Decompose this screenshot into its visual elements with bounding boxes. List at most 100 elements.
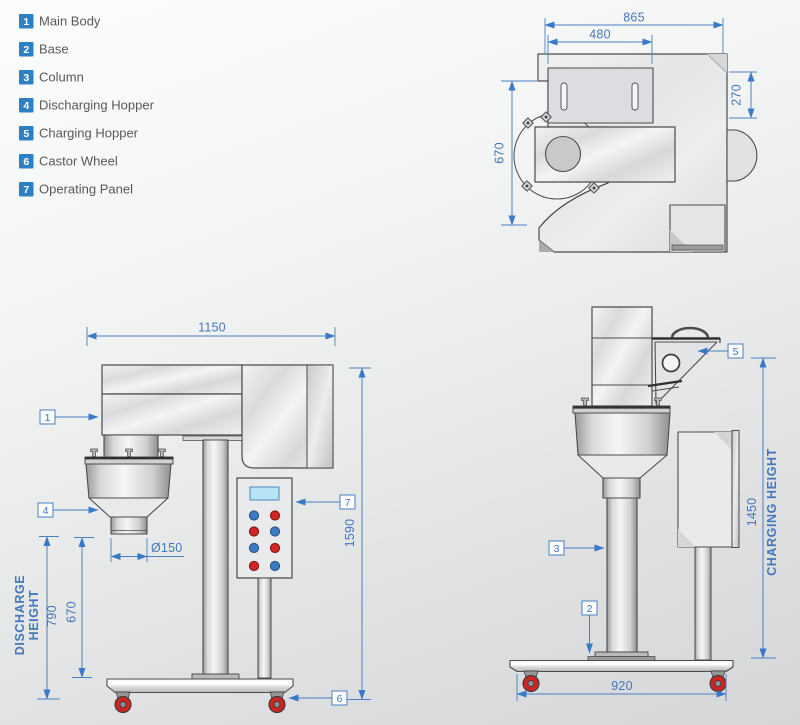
- dim-left-depth: 670: [493, 80, 537, 226]
- legend-badge-number: 3: [23, 72, 29, 84]
- dim-label: 670: [65, 601, 79, 622]
- column-foot-pad: [587, 656, 656, 661]
- legend-badge: [19, 70, 34, 85]
- legend-badge: [19, 126, 34, 141]
- legend-badge: [19, 154, 34, 169]
- dim-label: 480: [589, 28, 610, 42]
- hopper-bracket: [647, 379, 683, 388]
- legend-item: 2 Base: [19, 42, 69, 57]
- panel-button-red: [248, 560, 260, 572]
- panel-side-body: [677, 431, 733, 548]
- legend-item: 1 Main Body: [19, 14, 101, 29]
- legend-badge: [19, 14, 34, 29]
- panel-box-strip: [671, 244, 724, 251]
- castor-wheel: [522, 670, 540, 693]
- legend: 1 Main Body 2 Base 3 Column 4 Dischargin…: [19, 14, 155, 197]
- dim-right-depth: 270: [729, 71, 757, 119]
- legend-item: 3 Column: [19, 70, 84, 85]
- hopper-handle: [670, 326, 710, 339]
- wheel-hub: [273, 701, 281, 708]
- legend-item: 6 Castor Wheel: [19, 154, 118, 169]
- legend-badge-number: 2: [23, 44, 29, 56]
- slot: [560, 82, 568, 111]
- hopper-bracket-line: [651, 386, 680, 392]
- legend-item-label: Discharging Hopper: [39, 98, 155, 113]
- panel-button-red: [248, 526, 260, 537]
- wheel-hub: [714, 680, 722, 687]
- operating-panel: [236, 477, 293, 679]
- flange-bolt: [125, 448, 133, 457]
- dim-inner-width: 480: [547, 28, 653, 64]
- legend-item-label: Column: [39, 70, 84, 85]
- callout-discharging-hopper: 4: [37, 502, 99, 518]
- lid-bolt: [654, 397, 662, 406]
- dim-width: 1150: [86, 321, 336, 346]
- dim-label: 1590: [343, 519, 357, 548]
- panel-button-blue: [269, 560, 281, 572]
- hopper-body: [85, 463, 172, 499]
- dim-label: 865: [623, 11, 644, 25]
- dim-label: 270: [730, 84, 744, 105]
- base-front: [106, 678, 294, 694]
- side-view: 920 1450 CHARGING HEIGHT 5 3 2: [509, 306, 779, 701]
- charging-column-lines: [592, 337, 652, 386]
- dim-label: Ø150: [151, 541, 182, 555]
- dim-label: 790: [45, 605, 59, 626]
- head-neck: [602, 477, 641, 499]
- panel-button-red: [269, 510, 281, 521]
- charging-hopper: [647, 326, 721, 405]
- callout-number: 6: [337, 693, 343, 705]
- lid-bolt: [581, 397, 589, 406]
- panel-button-blue: [248, 542, 260, 554]
- castor-mark: [521, 180, 533, 192]
- legend-badge: [19, 182, 34, 197]
- head-body: [574, 412, 671, 456]
- column-foot: [191, 673, 240, 680]
- top-view: 865 480 270 670: [493, 11, 758, 253]
- callout-base: 2: [581, 600, 598, 654]
- dim-label: 920: [611, 679, 632, 693]
- corner-bevel-line: [706, 53, 728, 74]
- legend-badge-number: 7: [23, 184, 29, 196]
- callout-operating-panel: 7: [295, 494, 356, 510]
- column-front: [202, 439, 229, 675]
- callout-number: 4: [43, 505, 49, 517]
- hopper-hole: [661, 353, 681, 373]
- callout-charging-hopper: 5: [697, 343, 744, 359]
- legend-item-label: Charging Hopper: [39, 126, 139, 141]
- callout-number: 5: [733, 346, 739, 358]
- charging-column: [591, 306, 653, 407]
- wheel-hub: [119, 701, 127, 708]
- hopper-spout: [110, 516, 148, 535]
- callout-number: 1: [45, 412, 51, 424]
- head-cone: [577, 454, 668, 479]
- castor-mark: [588, 182, 600, 194]
- legend-item-label: Base: [39, 42, 69, 57]
- slot: [631, 82, 639, 111]
- panel-side-stem: [694, 546, 712, 661]
- legend-badge-number: 4: [23, 100, 29, 112]
- panel-stem: [257, 577, 272, 679]
- dim-total-height: 1590: [343, 367, 371, 700]
- castor-mark: [540, 111, 552, 123]
- corner-bevel-shade: [539, 240, 554, 252]
- hopper-neck: [103, 434, 159, 458]
- column-foot-side: [594, 651, 649, 657]
- legend-badge: [19, 42, 34, 57]
- main-body-arm-lower: [101, 393, 243, 436]
- flange-bolt: [158, 448, 166, 457]
- inlet-circle: [544, 135, 582, 173]
- legend-badge: [19, 98, 34, 113]
- castor-wheel: [709, 670, 727, 693]
- dim-spout-diameter: Ø150: [110, 538, 184, 562]
- legend-item-label: Operating Panel: [39, 182, 133, 197]
- panel-side-face: [731, 430, 740, 548]
- legend-item-label: Main Body: [39, 14, 101, 29]
- legend-item-label: Castor Wheel: [39, 154, 118, 169]
- panel-side: [677, 430, 740, 661]
- dim-label: 670: [493, 142, 507, 163]
- callout-column: 3: [548, 540, 605, 556]
- legend-item: 4 Discharging Hopper: [19, 98, 155, 113]
- hopper-cone: [88, 497, 169, 518]
